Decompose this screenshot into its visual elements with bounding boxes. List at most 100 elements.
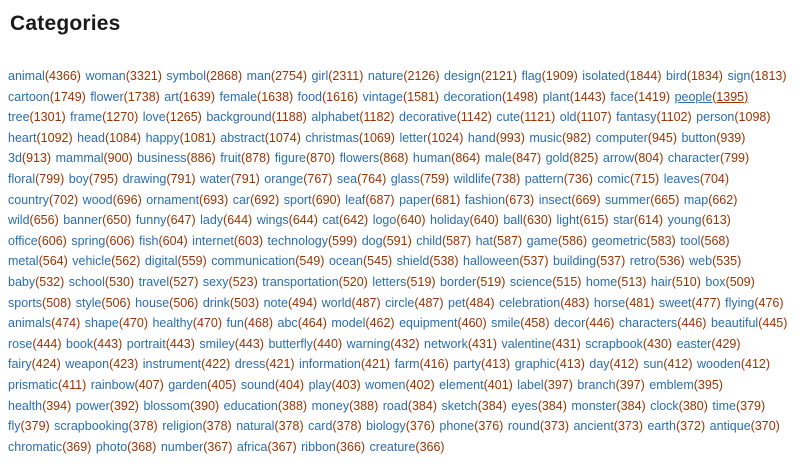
tag-link-phone[interactable]: phone(376) (439, 419, 503, 433)
tag-link-happy[interactable]: happy(1081) (146, 131, 216, 145)
tag-link-sport[interactable]: sport(690) (284, 193, 341, 207)
tag-link-vintage[interactable]: vintage(1581) (363, 90, 439, 104)
tag-link-communication[interactable]: communication(549) (211, 254, 324, 268)
tag-link-letter[interactable]: letter(1024) (399, 131, 463, 145)
tag-link-sign[interactable]: sign(1813) (727, 69, 786, 83)
tag-link-network[interactable]: network(431) (424, 337, 497, 351)
tag-link-decorative[interactable]: decorative(1142) (399, 110, 492, 124)
tag-link-ornament[interactable]: ornament(693) (146, 193, 228, 207)
tag-link-map[interactable]: map(662) (684, 193, 738, 207)
tag-link-warning[interactable]: warning(432) (347, 337, 420, 351)
tag-link-paper[interactable]: paper(681) (399, 193, 460, 207)
tag-link-human[interactable]: human(864) (413, 151, 480, 165)
tag-link-eyes[interactable]: eyes(384) (511, 399, 567, 413)
tag-link-light[interactable]: light(615) (556, 213, 608, 227)
tag-link-bird[interactable]: bird(1834) (666, 69, 723, 83)
tag-link-animals[interactable]: animals(474) (8, 316, 80, 330)
tag-link-decoration[interactable]: decoration(1498) (444, 90, 539, 104)
tag-link-flying[interactable]: flying(476) (725, 296, 783, 310)
tag-link-vehicle[interactable]: vehicle(562) (72, 254, 140, 268)
tag-link-girl[interactable]: girl(2311) (312, 69, 364, 83)
tag-link-abc[interactable]: abc(464) (278, 316, 327, 330)
tag-link-scrapbook[interactable]: scrapbook(430) (585, 337, 672, 351)
tag-link-dog[interactable]: dog(591) (362, 234, 412, 248)
tag-link-wood[interactable]: wood(696) (83, 193, 142, 207)
tag-link-business[interactable]: business(886) (137, 151, 216, 165)
tag-link-flowers[interactable]: flowers(868) (340, 151, 409, 165)
tag-link-plant[interactable]: plant(1443) (543, 90, 606, 104)
tag-link-ocean[interactable]: ocean(545) (329, 254, 392, 268)
tag-link-hair[interactable]: hair(510) (651, 275, 701, 289)
tag-link-power[interactable]: power(392) (76, 399, 139, 413)
tag-link-instrument[interactable]: instrument(422) (143, 357, 231, 371)
tag-link-alphabet[interactable]: alphabet(1182) (311, 110, 394, 124)
tag-link-decor[interactable]: decor(446) (554, 316, 614, 330)
tag-link-house[interactable]: house(506) (135, 296, 198, 310)
tag-link-valentine[interactable]: valentine(431) (502, 337, 581, 351)
tag-link-hand[interactable]: hand(993) (468, 131, 525, 145)
tag-link-pattern[interactable]: pattern(736) (525, 172, 593, 186)
tag-link-young[interactable]: young(613) (668, 213, 731, 227)
tag-link-lady[interactable]: lady(644) (200, 213, 252, 227)
tag-link-halloween[interactable]: halloween(537) (463, 254, 548, 268)
tag-link-water[interactable]: water(791) (200, 172, 260, 186)
tag-link-face[interactable]: face(1419) (610, 90, 670, 104)
tag-link-female[interactable]: female(1638) (220, 90, 294, 104)
tag-link-creature[interactable]: creature(366) (370, 440, 445, 454)
tag-link-isolated[interactable]: isolated(1844) (582, 69, 661, 83)
tag-link-time[interactable]: time(379) (712, 399, 765, 413)
tag-link-money[interactable]: money(388) (312, 399, 379, 413)
tag-link-sun[interactable]: sun(412) (643, 357, 692, 371)
tag-link-design[interactable]: design(2121) (444, 69, 517, 83)
tag-link-car[interactable]: car(692) (233, 193, 280, 207)
tag-link-ribbon[interactable]: ribbon(366) (301, 440, 365, 454)
tag-link-cat[interactable]: cat(642) (322, 213, 368, 227)
tag-link-world[interactable]: world(487) (322, 296, 381, 310)
tag-link-wildlife[interactable]: wildlife(738) (454, 172, 521, 186)
tag-link-home[interactable]: home(513) (586, 275, 646, 289)
tag-link-3d[interactable]: 3d(913) (8, 151, 51, 165)
tag-link-number[interactable]: number(367) (161, 440, 233, 454)
tag-link-leaves[interactable]: leaves(704) (664, 172, 729, 186)
tag-link-insect[interactable]: insect(669) (539, 193, 601, 207)
tag-link-digital[interactable]: digital(559) (145, 254, 207, 268)
tag-link-wild[interactable]: wild(656) (8, 213, 59, 227)
tag-link-gold[interactable]: gold(825) (546, 151, 599, 165)
tag-link-earth[interactable]: earth(372) (647, 419, 705, 433)
tag-link-technology[interactable]: technology(599) (268, 234, 358, 248)
tag-link-arrow[interactable]: arrow(804) (603, 151, 663, 165)
tag-link-style[interactable]: style(506) (76, 296, 131, 310)
tag-link-country[interactable]: country(702) (8, 193, 78, 207)
tag-link-note[interactable]: note(494) (264, 296, 318, 310)
tag-link-floral[interactable]: floral(799) (8, 172, 64, 186)
tag-link-smiley[interactable]: smiley(443) (199, 337, 264, 351)
tag-link-easter[interactable]: easter(429) (677, 337, 741, 351)
tag-link-prismatic[interactable]: prismatic(411) (8, 378, 86, 392)
tag-link-fantasy[interactable]: fantasy(1102) (616, 110, 692, 124)
tag-link-africa[interactable]: africa(367) (237, 440, 297, 454)
tag-link-abstract[interactable]: abstract(1074) (220, 131, 301, 145)
tag-link-boy[interactable]: boy(795) (69, 172, 118, 186)
tag-link-scrapbooking[interactable]: scrapbooking(378) (54, 419, 158, 433)
tag-link-child[interactable]: child(587) (416, 234, 471, 248)
tag-link-tool[interactable]: tool(568) (680, 234, 729, 248)
tag-link-dress[interactable]: dress(421) (235, 357, 295, 371)
tag-link-mammal[interactable]: mammal(900) (56, 151, 133, 165)
tag-link-school[interactable]: school(530) (69, 275, 134, 289)
tag-link-box[interactable]: box(509) (705, 275, 754, 289)
tag-link-sports[interactable]: sports(508) (8, 296, 71, 310)
tag-link-christmas[interactable]: christmas(1069) (305, 131, 395, 145)
tag-link-science[interactable]: science(515) (510, 275, 582, 289)
tag-link-health[interactable]: health(394) (8, 399, 71, 413)
tag-link-hat[interactable]: hat(587) (476, 234, 523, 248)
tag-link-branch[interactable]: branch(397) (577, 378, 644, 392)
tag-link-nature[interactable]: nature(2126) (368, 69, 440, 83)
tag-link-portrait[interactable]: portrait(443) (127, 337, 195, 351)
tag-link-web[interactable]: web(535) (689, 254, 741, 268)
tag-link-animal[interactable]: animal(4366) (8, 69, 81, 83)
tag-link-people[interactable]: people(1395) (675, 90, 749, 104)
tag-link-sea[interactable]: sea(764) (337, 172, 386, 186)
tag-link-office[interactable]: office(606) (8, 234, 67, 248)
tag-link-ancient[interactable]: ancient(373) (573, 419, 643, 433)
tag-link-biology[interactable]: biology(376) (366, 419, 435, 433)
